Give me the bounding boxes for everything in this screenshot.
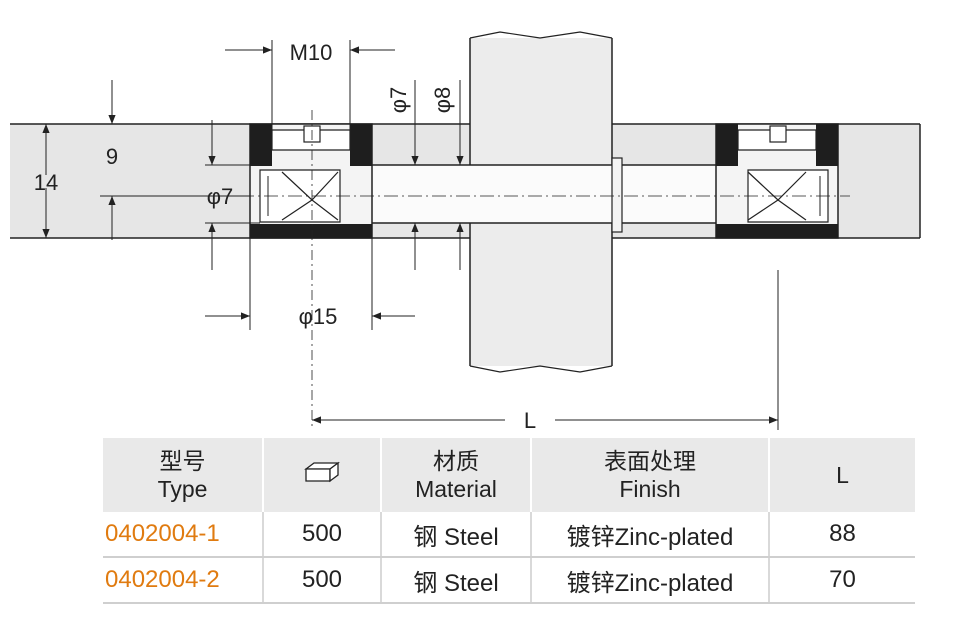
left-seal-bottom	[250, 224, 372, 238]
header-type: 型号 Type	[103, 438, 264, 512]
header-qty	[263, 438, 382, 512]
cell-material: 钢 Steel	[381, 512, 532, 558]
label-height-total: 14	[34, 170, 58, 195]
table-row: 0402004-2 500 钢 Steel 镀锌Zinc-plated 70	[103, 557, 915, 604]
cell-length: 88	[769, 512, 915, 558]
left-seal-top-right	[350, 124, 372, 166]
cell-qty: 500	[263, 557, 382, 604]
connecting-pin	[339, 164, 749, 224]
label-thread: M10	[290, 40, 333, 65]
label-dia-outer: φ15	[299, 304, 338, 329]
box-icon	[304, 461, 340, 483]
label-dia-small-top: φ7	[386, 87, 411, 114]
table-row: 0402004-1 500 钢 Steel 镀锌Zinc-plated 88	[103, 512, 915, 558]
cell-finish: 镀锌Zinc-plated	[531, 512, 770, 558]
right-seal-top-left	[716, 124, 738, 166]
cell-qty: 500	[263, 512, 382, 558]
technical-drawing: M10 φ7 φ8 14 9 φ7 φ15 L	[10, 31, 921, 433]
header-finish-cn: 表面处理	[604, 448, 696, 474]
label-length: L	[524, 408, 536, 433]
cell-length: 70	[769, 557, 915, 604]
label-height-head: 9	[106, 144, 118, 169]
table-header: 型号 Type 材质 Material 表面处理 Finish L	[103, 438, 915, 512]
spec-table: 型号 Type 材质 Material 表面处理 Finish L	[103, 438, 915, 604]
header-material-cn: 材质	[433, 448, 479, 474]
header-finish: 表面处理 Finish	[531, 438, 770, 512]
header-material-en: Material	[415, 476, 497, 502]
left-seal-top-left	[250, 124, 272, 166]
header-material: 材质 Material	[381, 438, 532, 512]
left-cam-fitting	[249, 123, 373, 239]
label-dia-pin: φ8	[430, 87, 455, 114]
right-cam-fitting	[715, 123, 839, 239]
cell-material: 钢 Steel	[381, 557, 532, 604]
header-type-en: Type	[157, 476, 208, 502]
header-finish-en: Finish	[619, 476, 681, 502]
cell-type: 0402004-1	[103, 512, 264, 558]
cell-type: 0402004-2	[103, 557, 264, 604]
cell-finish: 镀锌Zinc-plated	[531, 557, 770, 604]
header-length: L	[769, 438, 915, 512]
right-seal-top-right	[816, 124, 838, 166]
label-dia-inner: φ7	[207, 184, 234, 209]
header-type-cn: 型号	[159, 448, 206, 474]
right-seal-bottom	[716, 224, 838, 238]
